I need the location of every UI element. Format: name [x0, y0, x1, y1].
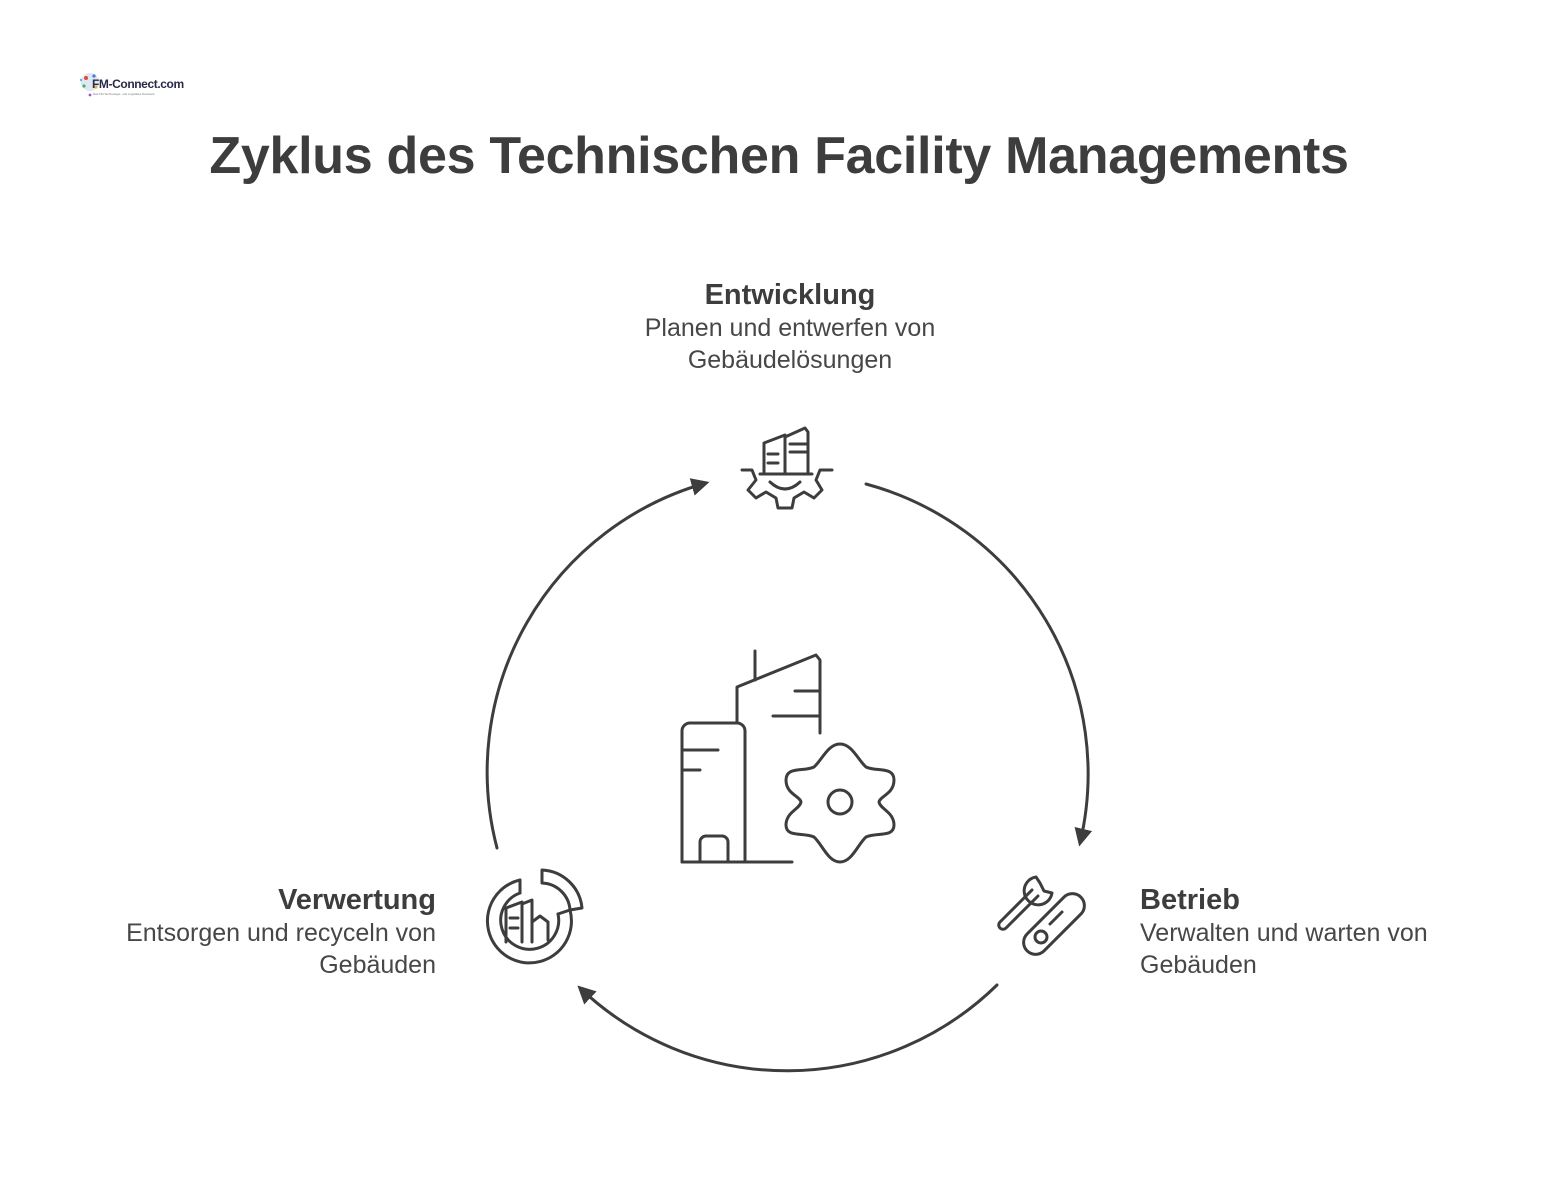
wrench-tools-icon	[997, 875, 1086, 956]
step-verwertung: Verwertung Entsorgen und recyceln von Ge…	[40, 884, 436, 981]
step-description: Verwalten und warten von Gebäuden	[1140, 919, 1428, 979]
step-entwicklung: Entwicklung Planen und entwerfen von Geb…	[600, 279, 980, 376]
step-description: Planen und entwerfen von Gebäudelösungen	[644, 314, 936, 374]
cycle-arrow-betrieb-to-verwertung	[577, 983, 999, 1073]
step-title: Entwicklung	[704, 279, 876, 311]
building-recycle-icon	[486, 868, 584, 965]
cycle-arrow-entwicklung-to-betrieb	[864, 482, 1093, 847]
step-description: Entsorgen und recyceln von Gebäuden	[126, 919, 436, 979]
step-title: Verwertung	[278, 884, 436, 916]
logo-tagline: Das FM Technologie- und Logistikes Netzw…	[93, 92, 155, 96]
logo-text: FM-Connect.com	[92, 77, 184, 91]
step-betrieb: Betrieb Verwalten und warten von Gebäude…	[1140, 884, 1520, 981]
building-gear-icon	[740, 426, 834, 510]
cycle-arrow-verwertung-to-entwicklung	[485, 478, 710, 850]
logo-mark	[79, 73, 99, 97]
company-logo: FM-Connect.com Das FM Technologie- und L…	[78, 68, 184, 104]
page-title: Zyklus des Technischen Facility Manageme…	[209, 127, 1349, 185]
buildings-gear-icon	[680, 649, 896, 864]
step-title: Betrieb	[1140, 884, 1240, 916]
